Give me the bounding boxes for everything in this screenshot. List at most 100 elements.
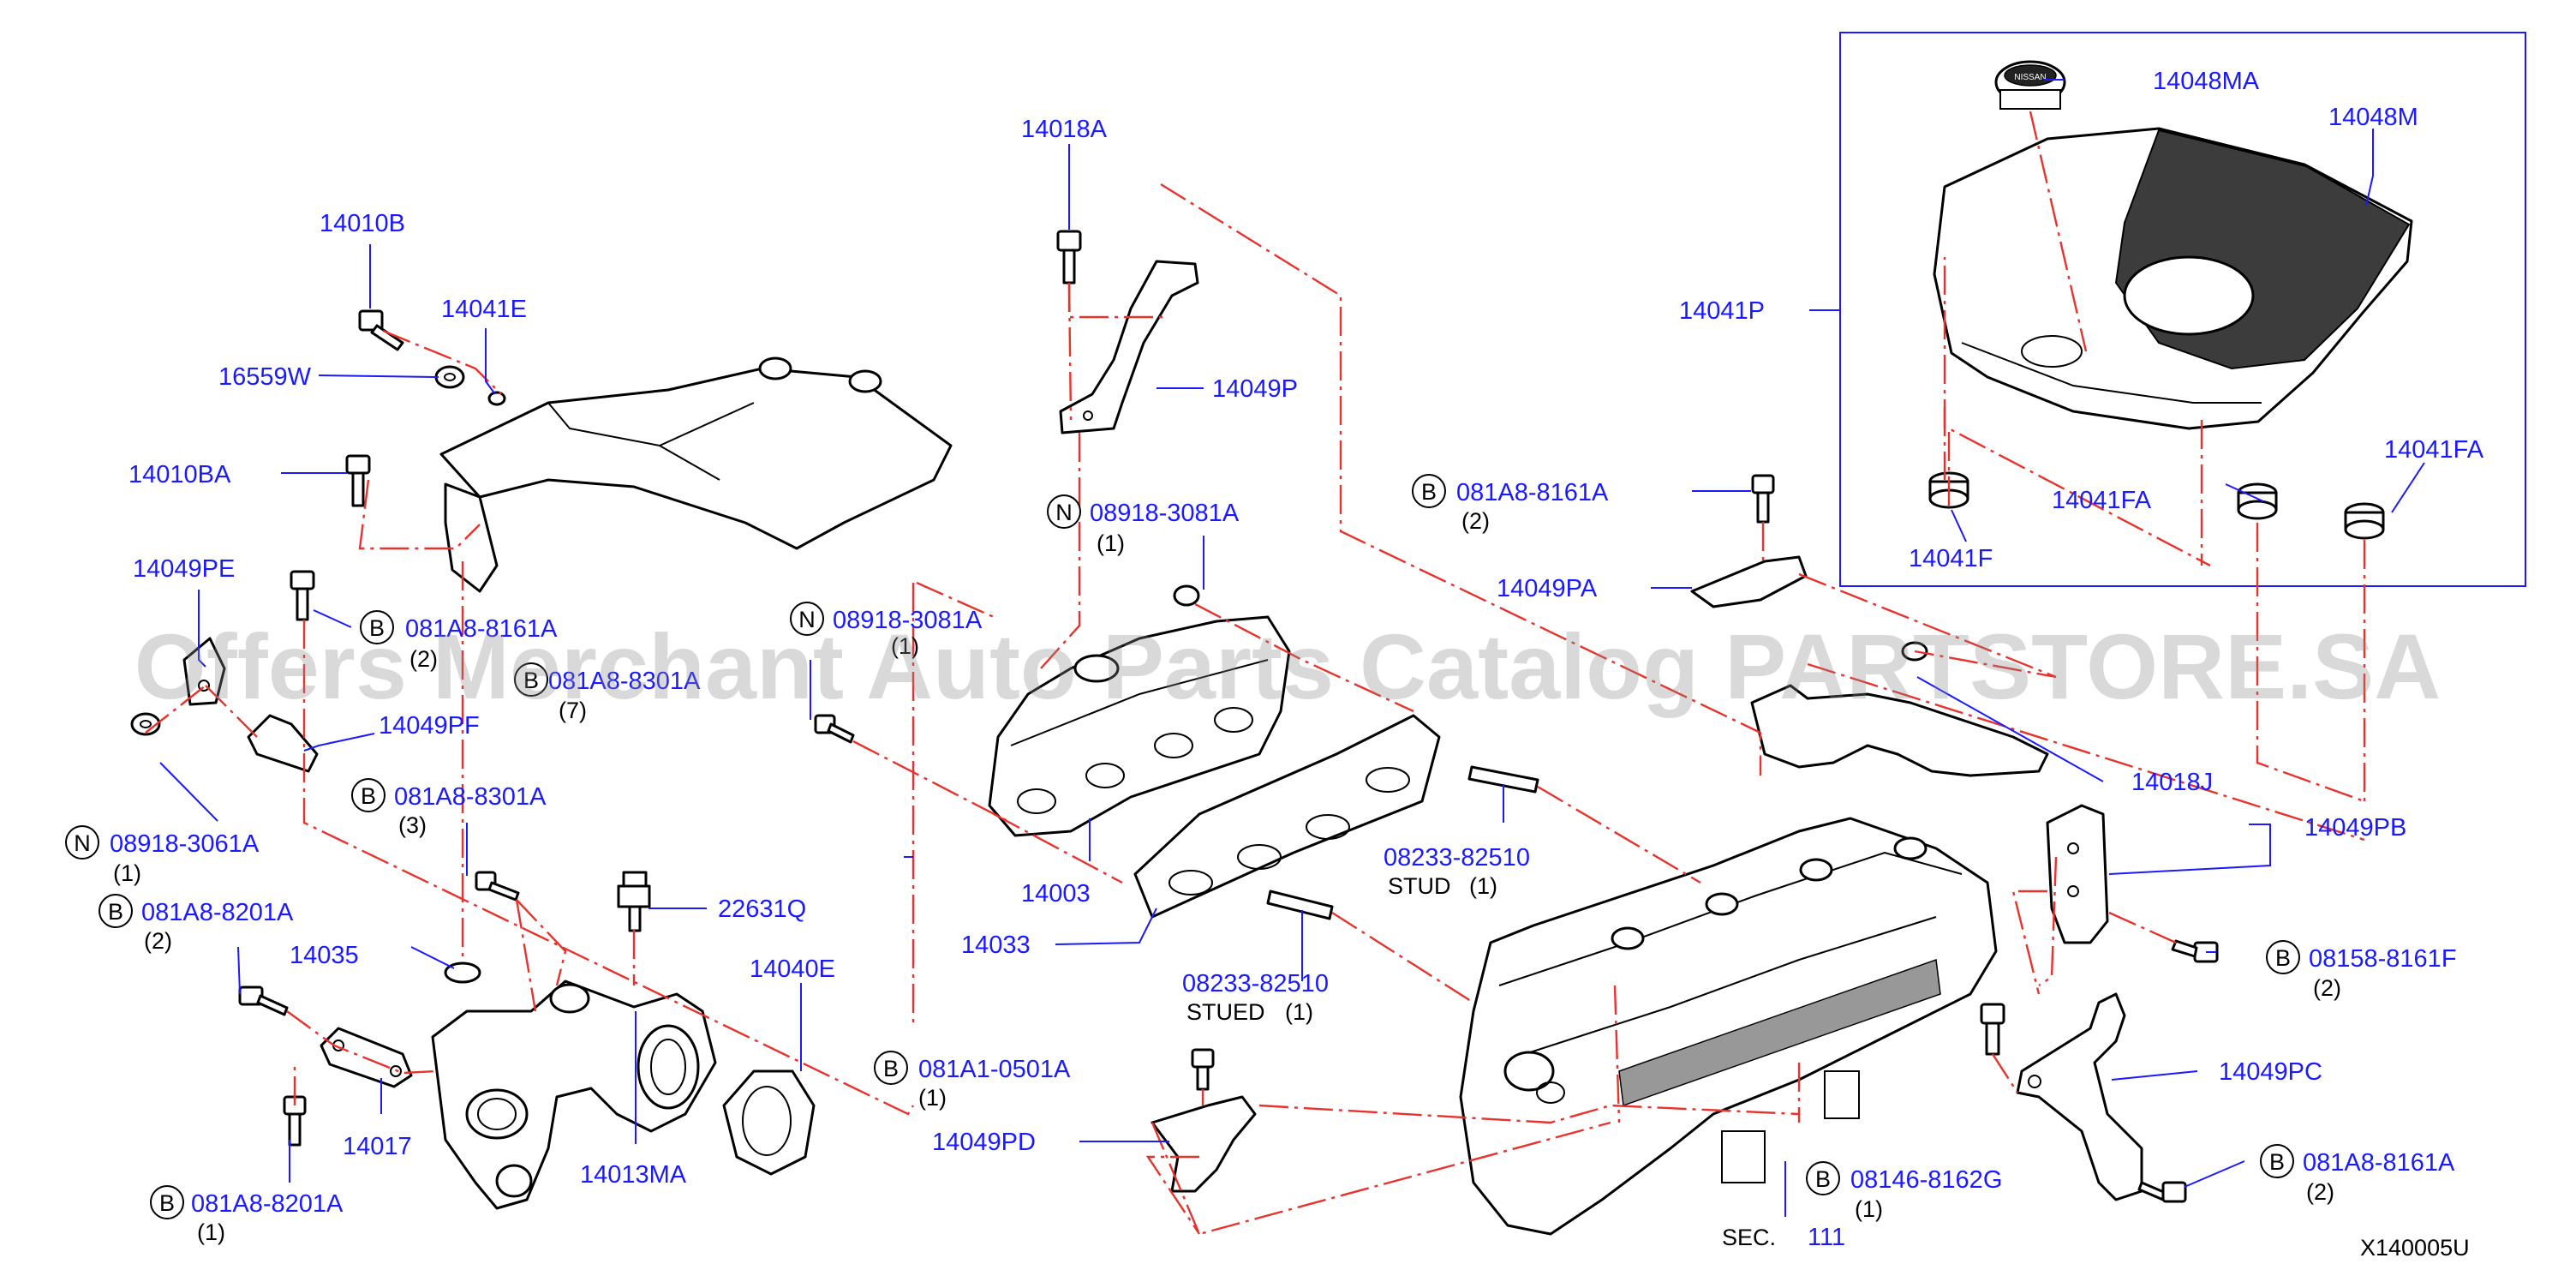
bracket-14018J <box>1750 641 2049 777</box>
watermark: Offers Merchant Auto Parts Catalog PARTS… <box>134 614 2441 718</box>
sec-number-link[interactable]: 111 <box>1808 1224 1845 1251</box>
qty-081A8-8161A-b: (2) <box>1461 508 1490 534</box>
b-marker-081A8-8201A-a <box>99 894 133 928</box>
b-prefix: B <box>2269 1149 2285 1175</box>
label-14049P[interactable]: 14049P <box>1212 375 1298 403</box>
label-14003[interactable]: 14003 <box>1021 880 1091 908</box>
heat-shield-14041E <box>439 356 953 593</box>
grommet-14041FA-a <box>2237 482 2278 520</box>
b-marker-081A8-8201A-b <box>150 1185 184 1219</box>
label-14041FA-a[interactable]: 14041FA <box>2052 487 2152 514</box>
label-14041F[interactable]: 14041F <box>1909 545 1993 572</box>
label-14041P[interactable]: 14041P <box>1679 297 1765 325</box>
stud-08233-82510-a: STUD <box>1388 873 1451 899</box>
washer-16559W <box>434 365 465 389</box>
label-14013MA[interactable]: 14013MA <box>580 1161 687 1189</box>
nut-08918-3081A-a <box>1173 584 1200 607</box>
bracket-14049PA <box>1690 555 1808 608</box>
label-14049PD[interactable]: 14049PD <box>932 1129 1036 1156</box>
label-14041FA-b[interactable]: 14041FA <box>2384 436 2484 464</box>
engine-cover-14041P <box>1933 127 2413 430</box>
nut-08918-3061A <box>130 712 161 736</box>
sec-label: SEC. <box>1722 1225 1776 1250</box>
b-marker-081A8-8301A-a <box>514 662 548 697</box>
label-14035[interactable]: 14035 <box>290 942 359 969</box>
label-08158-8161F[interactable]: 08158-8161F <box>2309 945 2457 973</box>
b-prefix: B <box>361 783 376 809</box>
label-081A8-8161A-b[interactable]: 081A8-8161A <box>1456 479 1609 506</box>
bracket-14049PF <box>247 714 319 773</box>
label-081A8-8201A-a[interactable]: 081A8-8201A <box>141 899 294 926</box>
stud-08233-82510-b <box>1266 890 1334 920</box>
bolt-081A8-8161A-a <box>290 570 315 621</box>
label-14049PB[interactable]: 14049PB <box>2304 814 2406 842</box>
b-prefix: B <box>369 615 385 641</box>
label-14048MA[interactable]: 14048MA <box>2153 68 2260 95</box>
label-14049PE[interactable]: 14049PE <box>133 555 235 583</box>
label-081A8-8301A-b[interactable]: 081A8-8301A <box>394 783 547 811</box>
b-marker-08146-8162G <box>1806 1161 1840 1195</box>
qty-08146-8162G: (1) <box>1855 1196 1883 1222</box>
label-14017[interactable]: 14017 <box>343 1133 412 1160</box>
label-08918-3061A[interactable]: 08918-3061A <box>110 830 260 858</box>
b-prefix: B <box>1815 1166 1831 1192</box>
label-08918-3081A-a[interactable]: 08918-3081A <box>1090 500 1240 527</box>
label-16559W[interactable]: 16559W <box>218 363 312 391</box>
bolt-081A8-8161A-c <box>2137 1181 2187 1203</box>
qty-081A8-8161A-a: (2) <box>409 646 438 672</box>
b-prefix: B <box>1421 479 1437 505</box>
cylinder-head <box>1459 817 1998 1236</box>
qty-08918-3081A-b: (1) <box>891 633 919 659</box>
label-08233-82510-a[interactable]: 08233-82510 <box>1384 844 1530 872</box>
b-marker-081A8-8161A-b <box>1412 474 1446 508</box>
label-14018A[interactable]: 14018A <box>1021 116 1108 143</box>
label-081A8-8201A-b[interactable]: 081A8-8201A <box>191 1190 344 1218</box>
qty-081A8-8201A-b: (1) <box>197 1219 225 1245</box>
bolt-08146-8162G <box>1980 1003 2005 1056</box>
bolt-08918-3081A-b <box>814 714 855 744</box>
label-08233-82510-b[interactable]: 08233-82510 <box>1182 970 1329 997</box>
label-14041E[interactable]: 14041E <box>441 296 527 323</box>
b-marker-081A8-8161A-c <box>2260 1144 2294 1178</box>
sensor-22631Q <box>617 871 651 932</box>
bolt-081A8-8201A-a <box>238 985 289 1016</box>
label-14048M[interactable]: 14048M <box>2328 104 2418 131</box>
cap-logo: NISSAN <box>2014 73 2046 82</box>
label-081A8-8161A-a[interactable]: 081A8-8161A <box>405 615 558 643</box>
label-14040E[interactable]: 14040E <box>750 956 835 983</box>
label-22631Q[interactable]: 22631Q <box>718 896 806 923</box>
label-14033[interactable]: 14033 <box>961 932 1031 959</box>
grommet-14041FA-b <box>2344 502 2385 540</box>
label-081A8-8301A-a[interactable]: 081A8-8301A <box>548 668 701 695</box>
n-marker-08918-3061A <box>65 825 99 860</box>
qty-081A8-8301A-b: (3) <box>398 812 427 838</box>
label-14010B[interactable]: 14010B <box>320 210 405 237</box>
bracket-14049PB <box>2046 804 2109 944</box>
n-marker-08918-3081A-a <box>1047 494 1081 529</box>
label-14049PC[interactable]: 14049PC <box>2219 1058 2322 1086</box>
qty-08233-82510-b: (1) <box>1285 999 1313 1025</box>
label-14018J[interactable]: 14018J <box>2131 769 2213 796</box>
label-081A1-0501A[interactable]: 081A1-0501A <box>918 1056 1071 1083</box>
b-prefix: B <box>108 899 123 925</box>
stud-08233-82510-a <box>1467 765 1539 794</box>
label-14010BA[interactable]: 14010BA <box>129 461 231 488</box>
exhaust-manifold-14003 <box>988 615 1291 837</box>
b-marker-081A8-8301A-b <box>351 778 386 812</box>
label-14049PF[interactable]: 14049PF <box>379 712 480 740</box>
n-marker-08918-3081A-b <box>790 602 824 636</box>
bracket-14049PC <box>2016 992 2143 1201</box>
bolt-14010B <box>358 309 404 351</box>
bracket-14049P <box>1059 260 1199 434</box>
label-14049PA[interactable]: 14049PA <box>1497 575 1598 602</box>
bracket-14049PE <box>182 637 226 706</box>
label-081A8-8161A-c[interactable]: 081A8-8161A <box>2303 1149 2455 1177</box>
qty-08918-3081A-a: (1) <box>1097 530 1125 556</box>
qty-081A1-0501A: (1) <box>918 1085 947 1111</box>
qty-081A8-8161A-c: (2) <box>2306 1179 2334 1205</box>
label-08146-8162G[interactable]: 08146-8162G <box>1850 1166 2002 1194</box>
bolt-14010BA <box>345 454 371 507</box>
label-08918-3081A-b[interactable]: 08918-3081A <box>833 607 983 634</box>
spacer-14041E <box>487 391 506 406</box>
